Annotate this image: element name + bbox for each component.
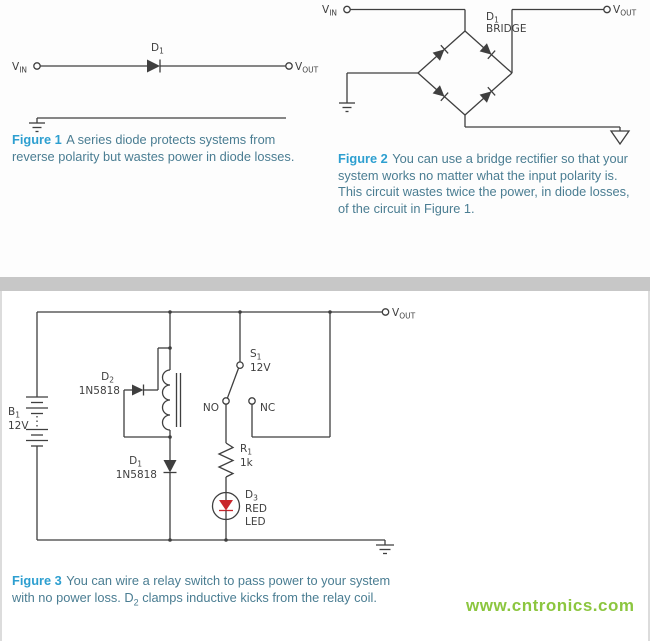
section-divider [0,277,650,291]
vout-label: VOUT [295,61,319,75]
vout-terminal [381,308,390,316]
bridge-diode-top-left [432,44,449,61]
figure2-caption-tag: Figure 2 [338,151,388,166]
d1-label: D1 [486,11,499,25]
figure3-caption-sub: 2 [133,597,139,608]
vin-label: VIN [12,61,27,75]
bridge-rectifier [417,30,513,116]
ground-icon [376,540,394,555]
figure3-caption-text-1: You can wire a relay switch to pass powe… [12,573,391,605]
switch-nc-contact [248,397,256,405]
figure3-caption-text-2: clamps inductive kicks from the relay co… [138,589,377,605]
ground-icon [339,102,355,113]
vin-terminal [33,62,41,70]
r1-value: 1k [240,457,254,469]
d3-type-label: LED [245,516,266,528]
vout-label: VOUT [392,307,416,321]
vout-terminal [603,5,611,14]
figure2-caption-text: You can use a bridge rectifier so that y… [338,151,630,216]
d1-part-number: 1N5818 [116,469,157,481]
bridge-diode-bottom-left [432,85,449,102]
d3-color-label: RED [245,503,267,515]
figure3-circuit: VOUT B1 12V D2 1N5818 D1 1N5818 S1 12V N… [8,307,416,555]
b1-label: B1 [8,406,20,420]
figure2-circuit: VIN VOUT D1 BRIDGE [322,4,637,146]
diode-d2 [124,384,158,396]
d2-label: D2 [101,371,114,385]
relay-coil [161,369,182,431]
no-label: NO [203,402,219,414]
s1-value: 12V [250,362,271,374]
switch-no-contact [222,397,230,405]
diode-d1 [147,59,161,73]
vout-terminal [285,62,293,70]
figure1-caption-tag: Figure 1 [12,132,62,147]
b1-value: 12V [8,420,29,432]
d1-label: D1 [151,42,164,56]
figure1-caption-text: A series diode protects systems from rev… [12,132,295,164]
battery-b1 [26,396,48,447]
resistor-r1 [217,442,235,478]
junction-dots [168,310,332,542]
d1-label: D1 [129,455,142,469]
figure3-caption-tag: Figure 3 [12,573,62,588]
s1-label: S1 [250,348,262,362]
bridge-diode-top-right [479,43,496,60]
top-panel [0,0,650,277]
nc-label: NC [260,402,275,414]
switch-pivot [236,361,244,370]
vin-terminal [343,5,351,14]
vout-label: VOUT [613,4,637,18]
d2-part-number: 1N5818 [79,385,120,397]
figure1-circuit: VIN VOUT D1 [12,42,319,133]
vin-label: VIN [322,4,337,18]
diode-d1 [163,460,177,474]
bridge-diode-bottom-right [479,86,496,103]
watermark: www.cntronics.com [466,596,635,615]
ground-icon [29,118,45,133]
bridge-label: BRIDGE [486,23,526,35]
r1-label: R1 [240,443,252,457]
earth-triangle-icon [609,130,631,146]
d3-label: D3 [245,489,258,503]
bottom-panel [0,291,650,641]
